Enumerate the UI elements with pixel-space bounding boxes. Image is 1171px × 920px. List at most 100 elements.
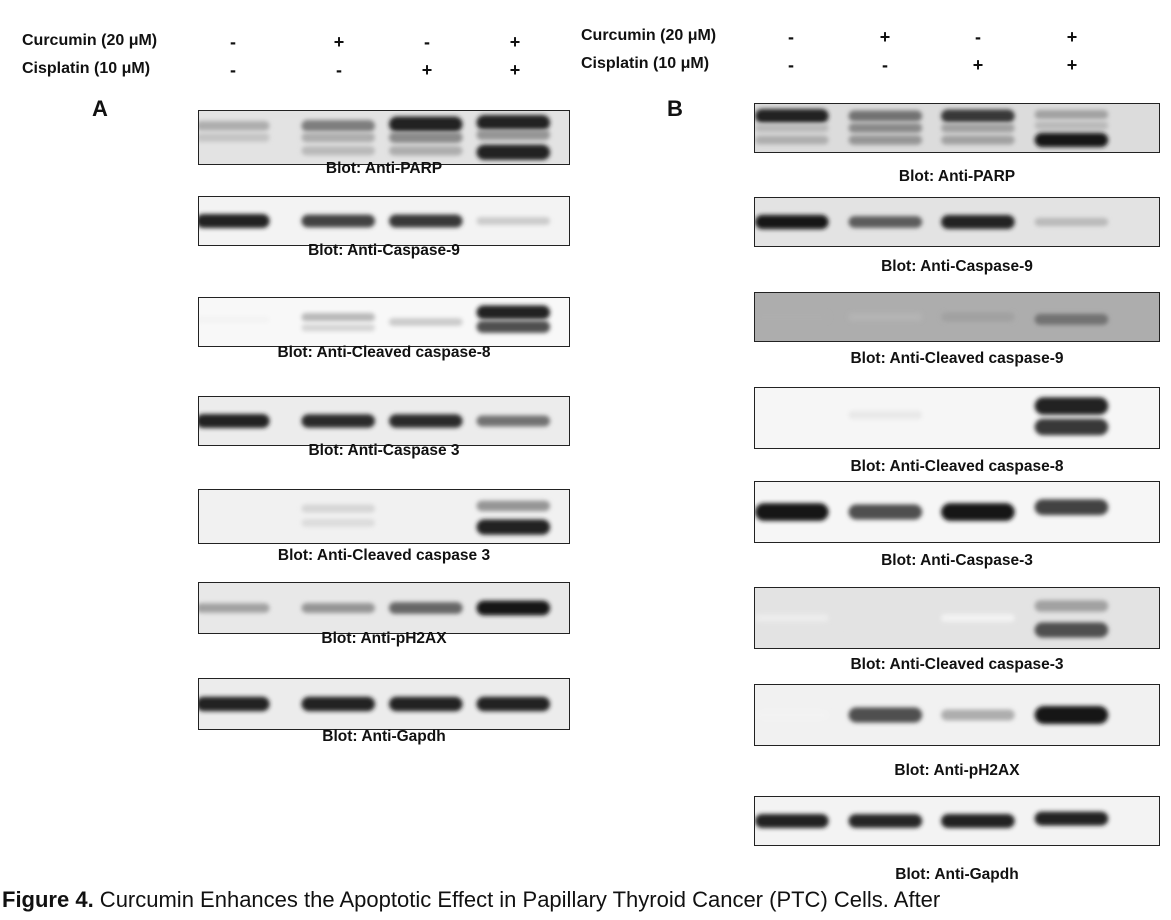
- blot-caption: Blot: Anti-Caspase 3: [308, 442, 460, 459]
- blot-image: [754, 796, 1160, 846]
- protein-band: [755, 711, 829, 719]
- protein-band: [941, 709, 1015, 721]
- blot-caption: Blot: Anti-Cleaved caspase 3: [277, 547, 491, 564]
- blot-image: [754, 387, 1160, 449]
- blot-image: [754, 481, 1160, 543]
- blot-caption: Blot: Anti-Caspase-9: [308, 242, 460, 259]
- protein-band: [388, 602, 463, 614]
- panel-b: Curcumin (20 μM) Cisplatin (10 μM) - + -…: [581, 0, 1171, 883]
- blot-svg: [199, 583, 569, 633]
- curcumin-label: Curcumin (20 μM): [22, 32, 158, 49]
- protein-band: [301, 602, 376, 614]
- protein-band: [848, 135, 923, 145]
- blot-svg: [199, 397, 569, 445]
- cisplatin-sign-lane1: -: [788, 55, 794, 75]
- protein-band: [388, 318, 463, 326]
- curcumin-sign-lane4: +: [509, 32, 521, 52]
- blot-image: [198, 678, 570, 730]
- cisplatin-sign-lane1: -: [230, 60, 236, 80]
- protein-band: [476, 320, 551, 333]
- protein-band: [476, 217, 551, 225]
- blot-svg: [199, 490, 569, 543]
- protein-band: [755, 109, 829, 123]
- blot-caption: Blot: Anti-Caspase-9: [881, 258, 1033, 275]
- protein-band: [199, 696, 270, 712]
- cisplatin-sign-lane2: -: [882, 55, 888, 75]
- blot-image: [198, 196, 570, 246]
- protein-band: [755, 214, 829, 230]
- protein-band: [476, 519, 551, 535]
- protein-band: [301, 146, 376, 156]
- protein-band: [848, 312, 923, 322]
- protein-band: [1034, 121, 1109, 130]
- protein-band: [199, 133, 270, 142]
- protein-band: [755, 503, 829, 521]
- protein-band: [301, 132, 376, 143]
- curcumin-sign-lane1: -: [788, 27, 794, 47]
- protein-band: [1034, 600, 1109, 612]
- panel-letter: A: [92, 96, 108, 121]
- protein-band: [301, 414, 376, 428]
- blot-background: [755, 388, 1159, 448]
- protein-band: [1034, 109, 1109, 120]
- blot-svg: [755, 685, 1159, 745]
- protein-band: [848, 625, 923, 635]
- blot-image: [754, 292, 1160, 342]
- curcumin-sign-lane2: +: [333, 32, 345, 52]
- protein-band: [1034, 706, 1109, 724]
- protein-band: [1034, 811, 1109, 826]
- blot-svg: [199, 298, 569, 346]
- cisplatin-sign-lane2: -: [336, 60, 342, 80]
- protein-band: [848, 707, 923, 723]
- protein-band: [388, 131, 463, 144]
- protein-band: [755, 135, 829, 145]
- blot-background: [199, 490, 569, 543]
- protein-band: [301, 518, 376, 527]
- protein-band: [301, 504, 376, 513]
- protein-band: [941, 135, 1015, 145]
- figure-caption-text: Curcumin Enhances the Apoptotic Effect i…: [93, 887, 941, 912]
- blot-caption: Blot: Anti-Gapdh: [322, 728, 446, 745]
- blot-caption: Blot: Anti-Gapdh: [895, 866, 1019, 883]
- blot-caption: Blot: Anti-PARP: [325, 160, 443, 177]
- protein-band: [755, 613, 829, 623]
- protein-band: [941, 215, 1015, 229]
- protein-band: [199, 146, 270, 155]
- protein-band: [1034, 132, 1109, 148]
- protein-band: [476, 305, 551, 320]
- protein-band: [755, 312, 829, 322]
- cisplatin-sign-lane4: +: [509, 60, 521, 80]
- protein-band: [199, 316, 270, 323]
- protein-band: [476, 696, 551, 712]
- protein-band: [476, 144, 551, 161]
- protein-band: [388, 145, 463, 156]
- protein-band: [388, 116, 463, 132]
- protein-band: [848, 814, 923, 828]
- protein-band: [755, 123, 829, 133]
- protein-band: [941, 614, 1015, 622]
- blot-svg: [755, 797, 1159, 845]
- figure-caption: Figure 4. Curcumin Enhances the Apoptoti…: [0, 880, 1171, 920]
- protein-band: [476, 415, 551, 427]
- protein-band: [1034, 397, 1109, 415]
- curcumin-sign-lane3: -: [424, 32, 430, 52]
- blot-svg: [199, 111, 569, 164]
- blot-image: [198, 110, 570, 165]
- protein-band: [301, 120, 376, 132]
- blot-svg: [199, 197, 569, 245]
- protein-band: [199, 603, 270, 613]
- protein-band: [1034, 217, 1109, 227]
- protein-band: [941, 503, 1015, 521]
- curcumin-label: Curcumin (20 μM): [581, 27, 717, 44]
- blot-caption: Blot: Anti-Cleaved caspase-9: [850, 350, 1064, 367]
- panel-a: Curcumin (20 μM) Cisplatin (10 μM) - + -…: [0, 0, 585, 880]
- blot-image: [754, 684, 1160, 746]
- protein-band: [301, 324, 376, 332]
- protein-band: [941, 814, 1015, 828]
- blot-caption: Blot: Anti-PARP: [898, 168, 1016, 185]
- protein-band: [941, 123, 1015, 133]
- cisplatin-sign-lane4: +: [1066, 55, 1078, 75]
- blot-svg: [755, 104, 1159, 152]
- blot-image: [754, 197, 1160, 247]
- protein-band: [388, 414, 463, 428]
